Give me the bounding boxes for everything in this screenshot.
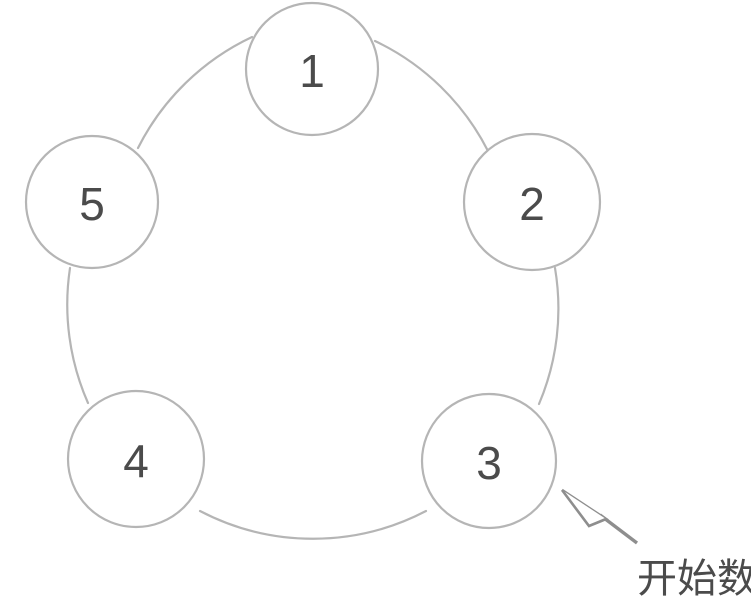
node-3-label: 3 xyxy=(476,437,502,489)
edge-2-3 xyxy=(537,266,560,406)
node-5-circle[interactable] xyxy=(24,134,160,270)
node-4-label: 4 xyxy=(123,435,149,487)
edge-4-5 xyxy=(66,266,90,405)
annotation-label: 开始数 xyxy=(637,556,751,602)
node-4[interactable]: 4 xyxy=(66,389,206,529)
node-3[interactable]: 3 xyxy=(420,392,558,530)
node-5[interactable]: 5 xyxy=(24,134,160,270)
node-3-circle[interactable] xyxy=(420,392,558,530)
node-2-label: 2 xyxy=(519,178,545,230)
node-1-label: 1 xyxy=(299,45,325,97)
node-group: 1 2 3 4 5 xyxy=(24,1,602,530)
node-1-circle[interactable] xyxy=(244,1,380,137)
annotation-arrow-head-outline-icon xyxy=(560,489,607,528)
node-1[interactable]: 1 xyxy=(244,1,380,137)
node-2[interactable]: 2 xyxy=(462,132,602,272)
edge-group xyxy=(66,35,560,540)
annotation-group xyxy=(560,488,639,545)
edge-5-1 xyxy=(136,35,254,150)
node-2-circle[interactable] xyxy=(462,132,602,272)
node-4-circle[interactable] xyxy=(66,389,206,529)
edge-1-2 xyxy=(373,39,490,153)
node-5-label: 5 xyxy=(79,178,105,230)
edge-3-4 xyxy=(198,509,428,540)
